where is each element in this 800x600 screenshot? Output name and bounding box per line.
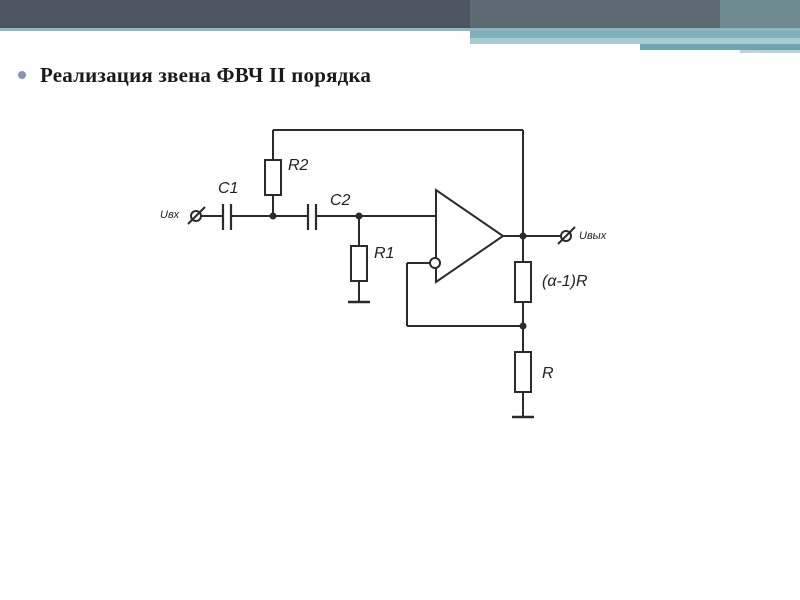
label-u-in: Uвх: [160, 209, 180, 221]
resistor-r2: [264, 159, 282, 196]
label-r-feedback: (α-1)R: [542, 273, 588, 290]
label-c2: C2: [330, 192, 351, 209]
inverting-input-marker: [429, 257, 441, 269]
resistor-r1: [350, 245, 368, 282]
capacitor-c2: [306, 204, 318, 230]
header-decoration: [0, 0, 800, 53]
capacitor-c1: [221, 204, 233, 230]
slide-title: Реализация звена ФВЧ II порядка: [40, 62, 372, 87]
wires: [193, 129, 562, 417]
output-terminal-icon: [557, 226, 576, 245]
label-c1: C1: [218, 180, 238, 197]
bullet-icon: [18, 71, 26, 79]
label-u-out: Uвых: [579, 230, 607, 242]
resistor-r-ground: [514, 351, 532, 393]
junction-dots: [269, 212, 527, 330]
label-r-ground: R: [542, 365, 554, 382]
resistor-r-feedback: [514, 261, 532, 303]
label-r1: R1: [374, 245, 394, 262]
input-terminal-icon: [187, 206, 206, 225]
header-band: [0, 0, 800, 60]
label-r2: R2: [288, 157, 309, 174]
title-row: Реализация звена ФВЧ II порядка: [18, 60, 371, 90]
op-amp: [435, 188, 505, 284]
